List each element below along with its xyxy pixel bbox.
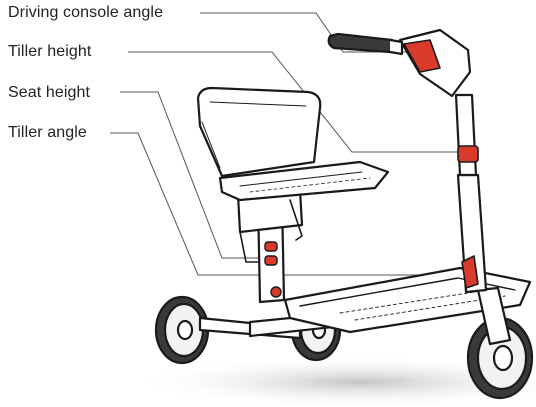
handlebar-grip bbox=[327, 32, 394, 54]
label-driving-console-angle: Driving console angle bbox=[8, 4, 164, 21]
tiller-upper bbox=[454, 93, 478, 177]
tiller-height-clamp bbox=[457, 145, 479, 163]
front-fork bbox=[476, 286, 512, 346]
label-seat-height: Seat height bbox=[8, 84, 91, 101]
label-tiller-height: Tiller height bbox=[8, 43, 92, 60]
seat-back bbox=[196, 86, 322, 178]
seat-height-knob-upper bbox=[264, 241, 278, 252]
label-tiller-angle: Tiller angle bbox=[8, 124, 87, 141]
rear-left-wheel bbox=[154, 295, 210, 365]
tiller-angle-lock bbox=[461, 255, 479, 289]
console-angle-joint bbox=[403, 39, 441, 73]
leader-seat-height bbox=[120, 91, 265, 259]
seat-post-bolt bbox=[270, 286, 282, 298]
leader-tiller-angle bbox=[110, 132, 468, 276]
front-wheel bbox=[466, 316, 534, 400]
scooter bbox=[154, 28, 534, 400]
ground-shadow bbox=[130, 356, 536, 407]
seat-height-knob-lower bbox=[264, 255, 278, 266]
